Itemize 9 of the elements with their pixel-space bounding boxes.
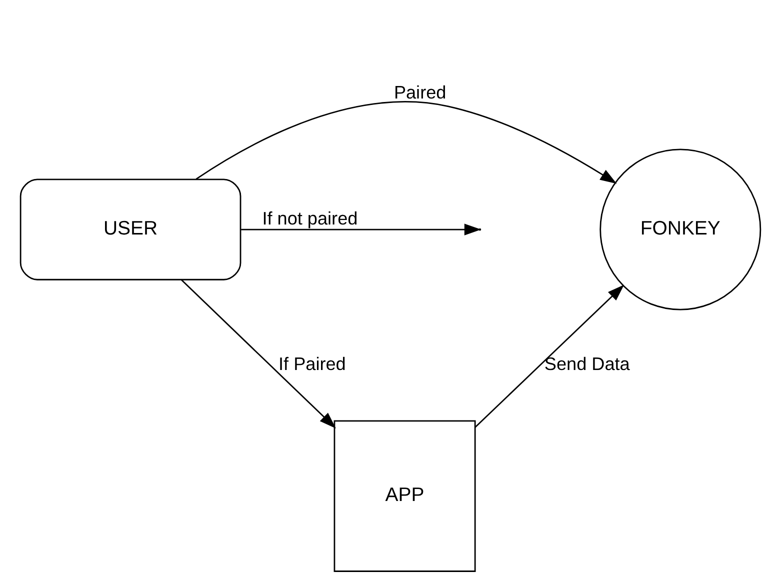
node-box: APP: [334, 420, 476, 572]
arrow: [474, 284, 624, 428]
arrow: [196, 101, 617, 184]
arrow: [181, 279, 336, 429]
edge-label: Paired: [394, 82, 446, 103]
edge-label: Send Data: [544, 354, 630, 374]
node-box: USER: [20, 178, 242, 280]
edge-label: If Paired: [278, 354, 346, 374]
edge-label: If not paired: [262, 208, 358, 228]
